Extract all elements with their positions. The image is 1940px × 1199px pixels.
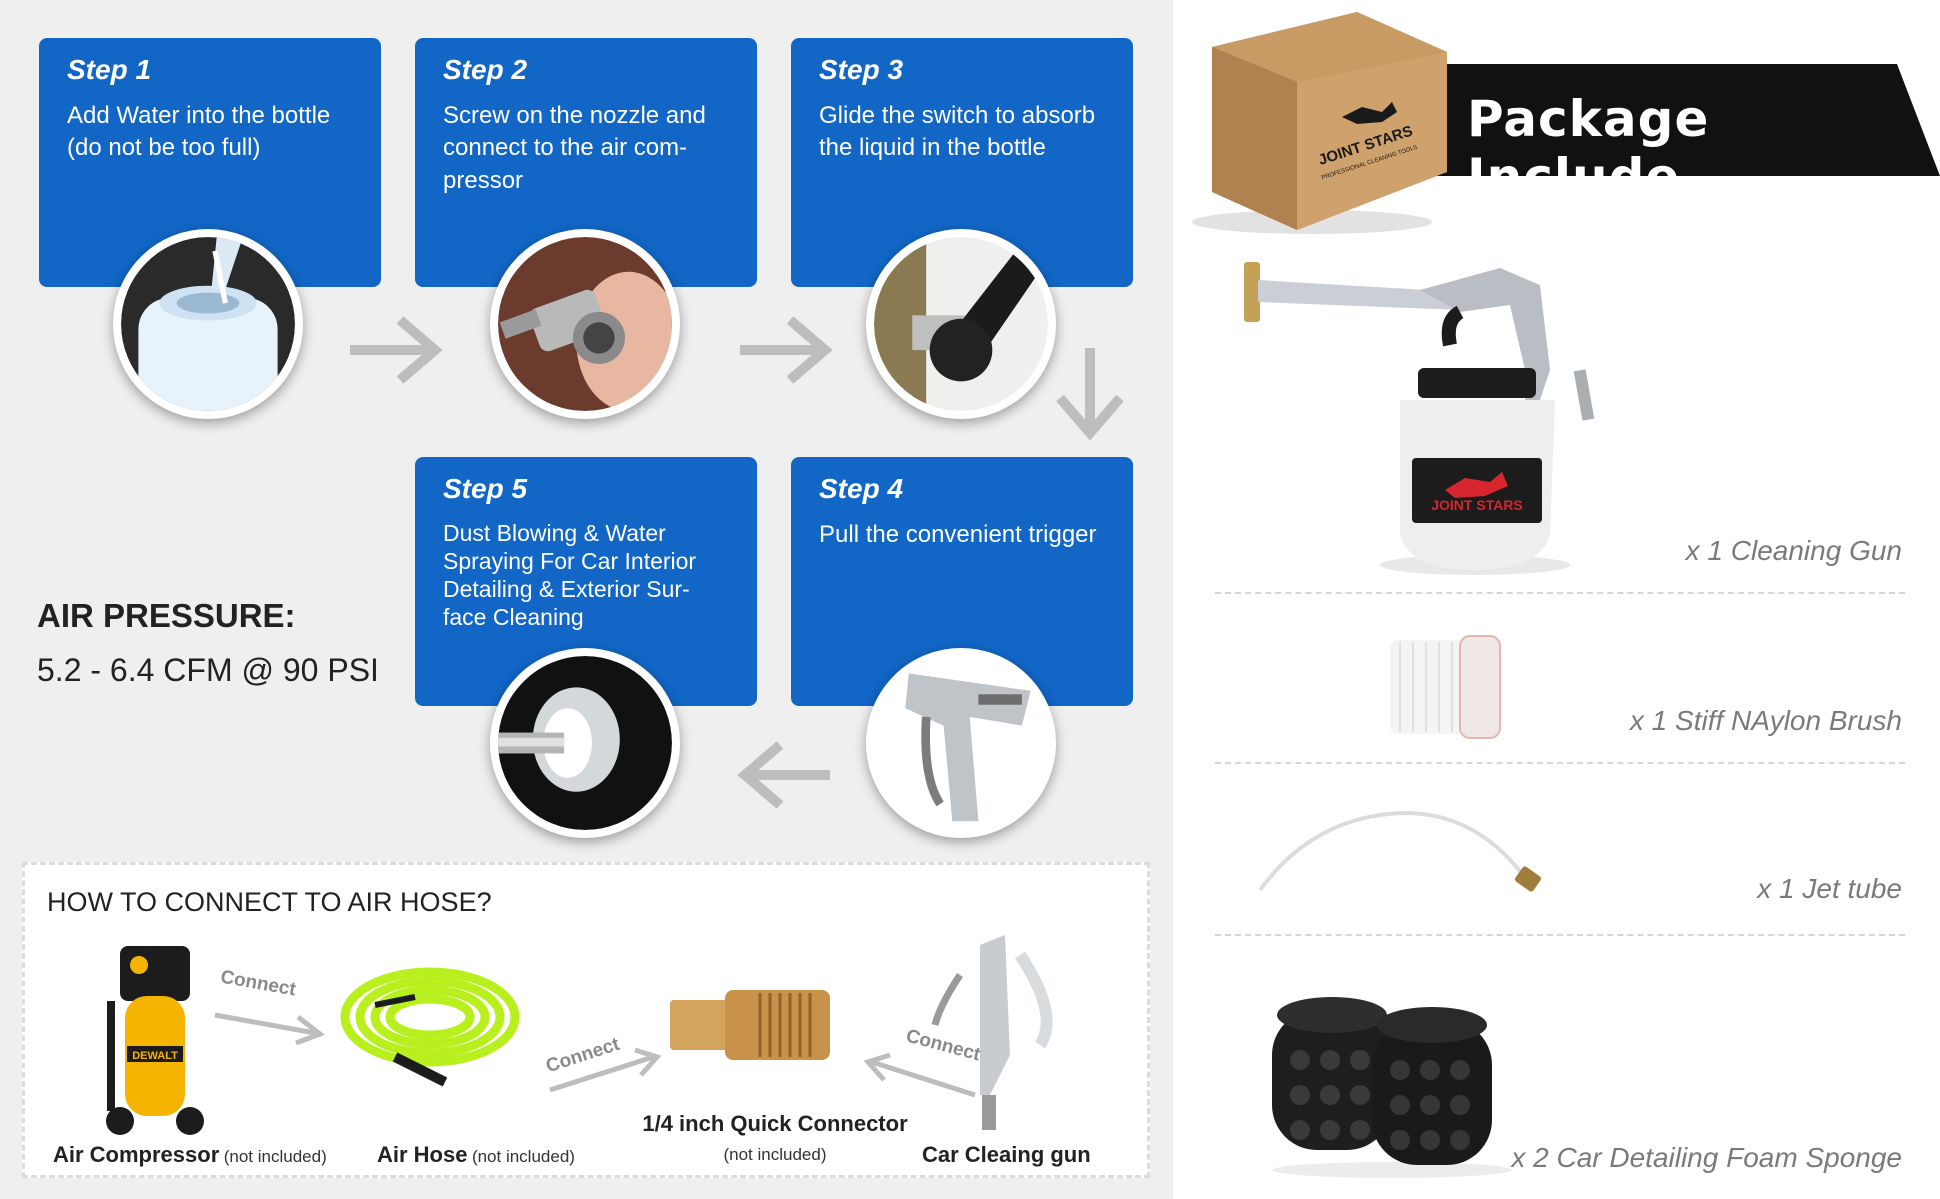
arrow-left-icon (735, 740, 835, 810)
step-2-title: Step 2 (443, 54, 528, 85)
step-4-description: Pull the convenient trigger (819, 521, 1097, 548)
cleaning-gun-image (920, 935, 1070, 1135)
step-2-description: Screw on the nozzle and connect to the a… (443, 102, 706, 194)
arrow-down-icon (1055, 343, 1125, 443)
connect-item-note: (not included) (723, 1145, 827, 1164)
package-banner: Package Include (1437, 64, 1940, 206)
connect-item-air-compressor: Air Compressor (not included) (53, 1142, 327, 1168)
connect-item-label: Car Cleaing gun (922, 1142, 1091, 1167)
connect-item-note: (not included) (223, 1147, 327, 1166)
package-divider (1215, 934, 1905, 936)
connect-item-label: Air Compressor (53, 1142, 220, 1167)
step-1-photo-bottle (113, 229, 303, 419)
cleaning-gun-product-image: JOINT STARS (1240, 250, 1620, 580)
package-item-caption: x 2 Car Detailing Foam Sponge (1511, 1142, 1902, 1173)
step-1-title: Step 1 (67, 54, 152, 85)
nylon-brush-image (1385, 632, 1505, 742)
connect-item-label: Air Hose (377, 1142, 468, 1167)
step-4-title: Step 4 (819, 473, 904, 504)
air-hose-image (335, 947, 535, 1107)
arrow-right-icon (345, 315, 445, 385)
connect-guide-box: HOW TO CONNECT TO AIR HOSE? DEWALT (22, 862, 1150, 1178)
step-2-photo-nozzle (490, 229, 680, 419)
foam-sponge-image (1262, 990, 1522, 1180)
step-3-photo-switch (866, 229, 1056, 419)
package-item-caption: x 1 Stiff NAylon Brush (1629, 705, 1902, 736)
step-5-photo-spray (490, 648, 680, 838)
connect-arrow-icon (210, 1005, 330, 1050)
product-box-image: JOINT STARS PROFESSIONAL CLEANING TOOLS (1192, 12, 1452, 237)
connect-guide-title: HOW TO CONNECT TO AIR HOSE? (47, 887, 492, 917)
bottle-brand-text: JOINT STARS (1431, 497, 1523, 513)
jet-tube-image (1255, 805, 1555, 905)
quick-connector-image (665, 985, 835, 1065)
step-5-description: Dust Blowing & Water Spraying For Car In… (443, 520, 697, 631)
air-pressure-title: AIR PRESSURE: (37, 597, 296, 634)
compressor-brand-text: DEWALT (132, 1050, 178, 1062)
package-divider (1215, 762, 1905, 764)
package-divider (1215, 592, 1905, 594)
connect-item-air-hose: Air Hose (not included) (377, 1142, 575, 1168)
connect-arrow-label: Connect (218, 966, 298, 1001)
air-compressor-image: DEWALT (95, 941, 215, 1141)
step-1-description: Add Water into the bottle (do not be too… (67, 102, 331, 162)
step-4-photo-trigger (866, 648, 1056, 838)
connect-item-label: 1/4 inch Quick Connector (642, 1111, 908, 1136)
step-1-card: Step 1 Add Water into the bottle (do not… (39, 38, 381, 287)
package-title: Package Include (1467, 90, 1710, 206)
step-3-card: Step 3 Glide the switch to absorb the li… (791, 38, 1133, 287)
package-item-caption: x 1 Cleaning Gun (1685, 535, 1902, 566)
connect-item-quick-connector: 1/4 inch Quick Connector (not included) (615, 1111, 935, 1165)
step-3-title: Step 3 (819, 54, 904, 85)
connect-arrow-icon (545, 1045, 665, 1100)
arrow-right-icon (735, 315, 835, 385)
step-5-title: Step 5 (443, 473, 528, 504)
step-3-description: Glide the switch to absorb the liquid in… (819, 102, 1096, 162)
connect-item-note: (not included) (471, 1147, 575, 1166)
air-pressure-value: 5.2 - 6.4 CFM @ 90 PSI (37, 652, 379, 688)
connect-arrow-icon (860, 1050, 980, 1105)
package-item-caption: x 1 Jet tube (1757, 873, 1902, 904)
connect-item-cleaning-gun: Car Cleaing gun (922, 1142, 1091, 1168)
